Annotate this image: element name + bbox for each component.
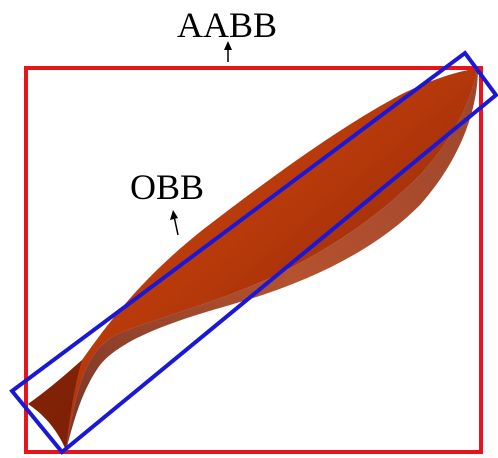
obb-label: OBB [130, 167, 204, 207]
aabb-box [24, 66, 483, 454]
aabb-label: AABB [177, 5, 277, 45]
aabb-arrow [224, 41, 232, 62]
shape-body [28, 68, 478, 450]
shape-tail-shade [28, 360, 82, 450]
obb-box [9, 50, 498, 455]
obb-arrow [170, 210, 179, 236]
elongated-shape [28, 68, 478, 450]
